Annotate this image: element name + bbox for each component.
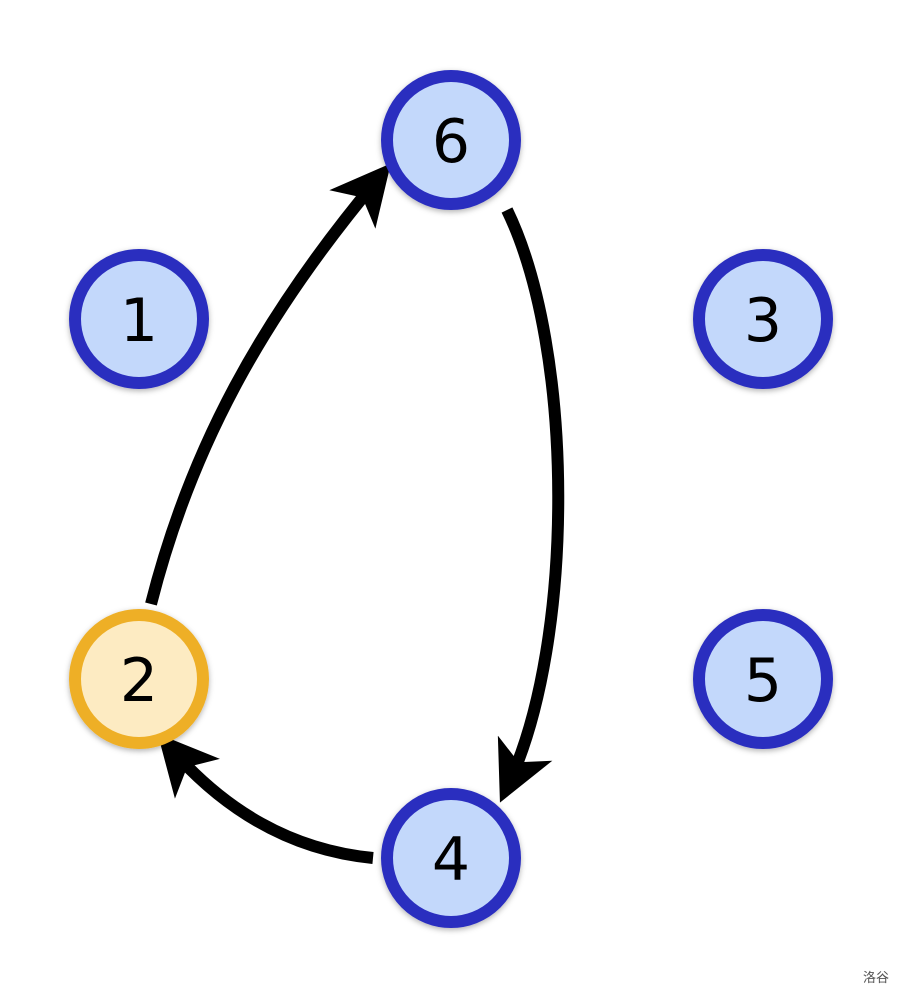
- node-label: 2: [120, 646, 158, 716]
- node-label: 3: [744, 286, 782, 356]
- node-label: 5: [744, 646, 782, 716]
- node-5[interactable]: 5: [693, 609, 833, 749]
- edges-layer: [145, 163, 565, 864]
- edge-2-to-6: [145, 163, 391, 606]
- edge-6-to-4: [497, 207, 565, 803]
- node-3[interactable]: 3: [693, 249, 833, 389]
- node-label: 6: [432, 107, 470, 177]
- node-1[interactable]: 1: [69, 249, 209, 389]
- node-4[interactable]: 4: [381, 788, 521, 928]
- node-label: 1: [120, 286, 158, 356]
- node-6[interactable]: 6: [381, 70, 521, 210]
- nodes-layer: 6 1 3 2 5 4: [69, 70, 833, 928]
- node-label: 4: [432, 825, 470, 895]
- watermark-text: 洛谷: [862, 971, 889, 986]
- node-2[interactable]: 2: [69, 609, 209, 749]
- edge-4-to-2: [157, 733, 374, 864]
